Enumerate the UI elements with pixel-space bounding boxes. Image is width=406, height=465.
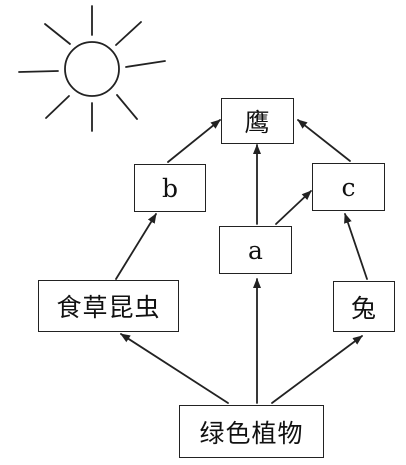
sun-icon [18,5,166,132]
arrow-insect-to-b [115,213,157,280]
node-a: a [219,226,292,274]
arrow-rabbit-to-c [344,213,368,280]
arrow-plant-to-rabbit [271,335,363,404]
node-eagle: 鹰 [221,98,294,144]
node-herbivorous-insect: 食草昆虫 [38,280,179,332]
arrow-c-to-eagle [297,119,351,162]
node-b: b [134,164,206,212]
arrow-a-to-c [275,190,312,225]
arrow-b-to-eagle [167,119,221,163]
node-green-plant: 绿色植物 [179,405,324,458]
node-c: c [312,163,385,211]
node-rabbit: 兔 [333,281,395,332]
arrow-plant-to-insect [120,333,229,404]
